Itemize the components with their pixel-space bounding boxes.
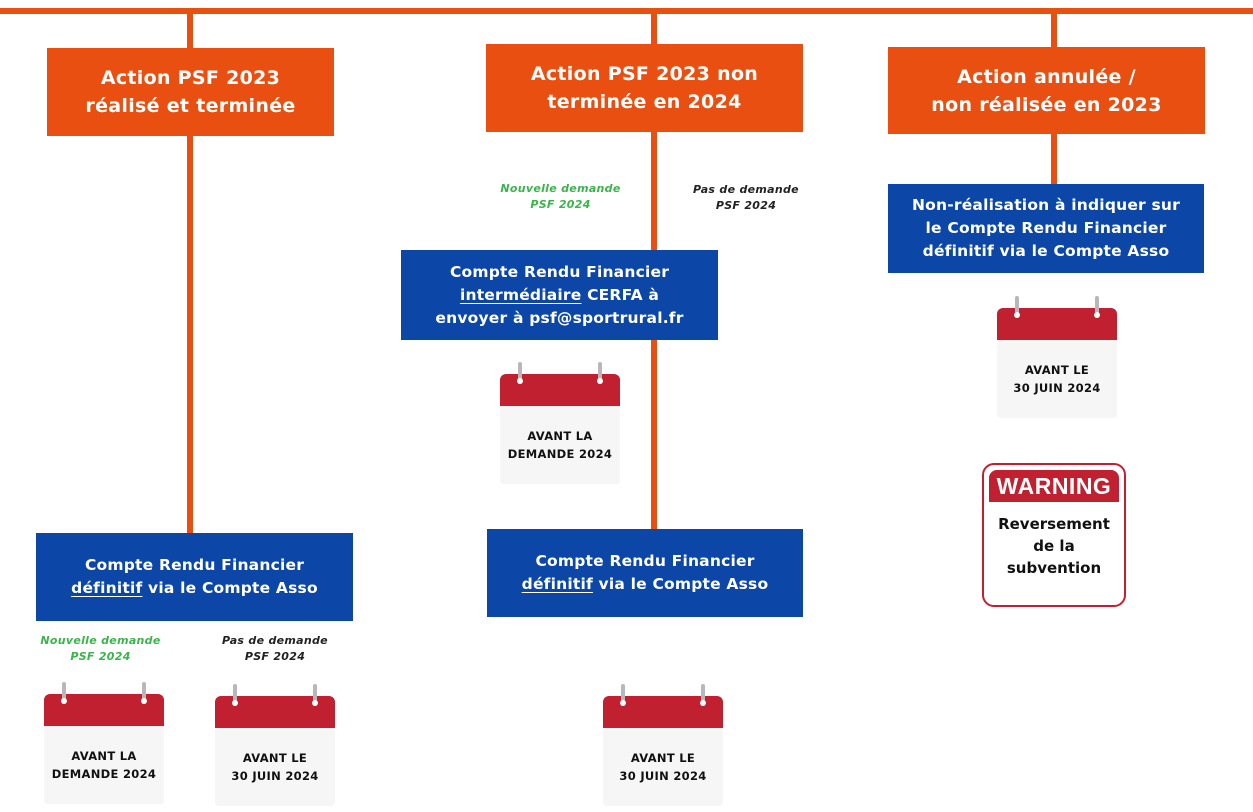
calendar-deadline-col2-intermediaire: AVANT LA DEMANDE 2024 <box>500 362 620 496</box>
calendar-ring-icon <box>1094 296 1100 318</box>
note-nouvelle-demande-col2: Nouvelle demande PSF 2024 <box>500 182 621 211</box>
deadline-line-2: DEMANDE 2024 <box>507 447 613 461</box>
note-nouvelle-demande-col1: Nouvelle demande PSF 2024 <box>40 634 161 663</box>
calendar-ring-icon <box>232 684 238 706</box>
connector-line-col1 <box>187 10 193 538</box>
underlined-text: définitif <box>71 579 143 597</box>
calendar-ring-icon <box>312 684 318 706</box>
deadline-line-2: 30 JUIN 2024 <box>619 769 707 783</box>
header-action-annulee: Action annulée / non réalisée en 2023 <box>888 47 1205 134</box>
text-fragment: Compte Rendu Financier <box>84 556 305 574</box>
text-fragment: via le Compte Asso <box>142 579 318 597</box>
calendar-deadline-col1-nouvelle: AVANT LA DEMANDE 2024 <box>44 682 164 812</box>
calendar-body: AVANT LE 30 JUIN 2024 <box>215 728 335 806</box>
box-line-1: Compte Rendu Financier <box>535 550 754 573</box>
calendar-ring-icon <box>61 682 67 704</box>
calendar-body: AVANT LE 30 JUIN 2024 <box>997 340 1117 418</box>
header-action-realisee-label: Action PSF 2023 réalisé et terminée <box>85 67 296 117</box>
warning-message: Reversement de la subvention <box>998 515 1110 577</box>
note-pas-de-demande-col1: Pas de demande PSF 2024 <box>222 634 328 663</box>
deadline-line-1: AVANT LA <box>71 749 137 763</box>
top-connector-line <box>0 8 1253 14</box>
box-line-2: définitif via le Compte Asso <box>71 577 318 600</box>
calendar-ring-icon <box>141 682 147 704</box>
calendar-ring-icon <box>1014 296 1020 318</box>
calendar-body: AVANT LA DEMANDE 2024 <box>500 406 620 484</box>
header-action-non-terminee-label: Action PSF 2023 non terminée en 2024 <box>530 63 759 113</box>
calendar-ring-icon <box>597 362 603 384</box>
text-fragment: définitif via le Compte Asso <box>922 242 1170 260</box>
calendar-ring-icon <box>700 684 706 706</box>
header-action-non-terminee: Action PSF 2023 non terminée en 2024 <box>486 44 803 132</box>
warning-sign: WARNING Reversement de la subvention <box>982 463 1126 607</box>
text-fragment: CERFA à <box>581 285 660 304</box>
note-pas-de-demande-col2: Pas de demande PSF 2024 <box>693 183 799 212</box>
underlined-text: intermédiaire <box>459 285 582 304</box>
box-line-2: intermédiaire CERFA à <box>460 284 659 307</box>
deadline-line-2: 30 JUIN 2024 <box>1013 381 1101 395</box>
calendar-deadline-col2-definitif: AVANT LE 30 JUIN 2024 <box>603 684 723 812</box>
deadline-line-1: AVANT LE <box>1024 363 1090 377</box>
box-non-realisation: Non-réalisation à indiquer sur le Compte … <box>888 184 1204 273</box>
box-line-2: définitif via le Compte Asso <box>522 573 769 596</box>
text-fragment: via le Compte Asso <box>592 575 769 593</box>
deadline-line-1: AVANT LE <box>630 751 696 765</box>
box-line-2: le Compte Rendu Financier <box>926 217 1167 240</box>
box-line-1: Compte Rendu Financier <box>450 261 669 284</box>
deadline-line-1: AVANT LE <box>242 751 308 765</box>
box-crf-definitif-col2: Compte Rendu Financier définitif via le C… <box>487 529 803 617</box>
deadline-line-2: DEMANDE 2024 <box>51 767 157 781</box>
calendar-ring-icon <box>517 362 523 384</box>
warning-label: WARNING <box>989 470 1119 502</box>
box-line-1: Compte Rendu Financier <box>85 554 304 577</box>
calendar-body: AVANT LA DEMANDE 2024 <box>44 726 164 804</box>
deadline-line-1: AVANT LA <box>527 429 593 443</box>
text-fragment: Compte Rendu Financier <box>449 262 670 281</box>
calendar-ring-icon <box>620 684 626 706</box>
box-crf-definitif-col1: Compte Rendu Financier définitif via le C… <box>36 533 353 621</box>
box-crf-intermediaire: Compte Rendu Financier intermédiaire CERF… <box>401 250 718 340</box>
text-fragment: le Compte Rendu Financier <box>925 219 1167 237</box>
header-action-realisee: Action PSF 2023 réalisé et terminée <box>47 48 334 136</box>
deadline-line-2: 30 JUIN 2024 <box>231 769 319 783</box>
calendar-deadline-col1-pas-de-demande: AVANT LE 30 JUIN 2024 <box>215 684 335 812</box>
header-action-annulee-label: Action annulée / non réalisée en 2023 <box>931 65 1162 116</box>
box-line-3: définitif via le Compte Asso <box>923 240 1170 263</box>
calendar-deadline-col3: AVANT LE 30 JUIN 2024 <box>997 296 1117 428</box>
calendar-body: AVANT LE 30 JUIN 2024 <box>603 728 723 806</box>
text-fragment: Non-réalisation à indiquer sur <box>911 196 1181 214</box>
underlined-text: définitif <box>521 575 593 593</box>
box-line-3: envoyer à psf@sportrural.fr <box>435 307 683 330</box>
text-fragment: Compte Rendu Financier <box>535 552 755 570</box>
box-line-1: Non-réalisation à indiquer sur <box>912 194 1180 217</box>
text-fragment: envoyer à psf@sportrural.fr <box>435 308 684 327</box>
